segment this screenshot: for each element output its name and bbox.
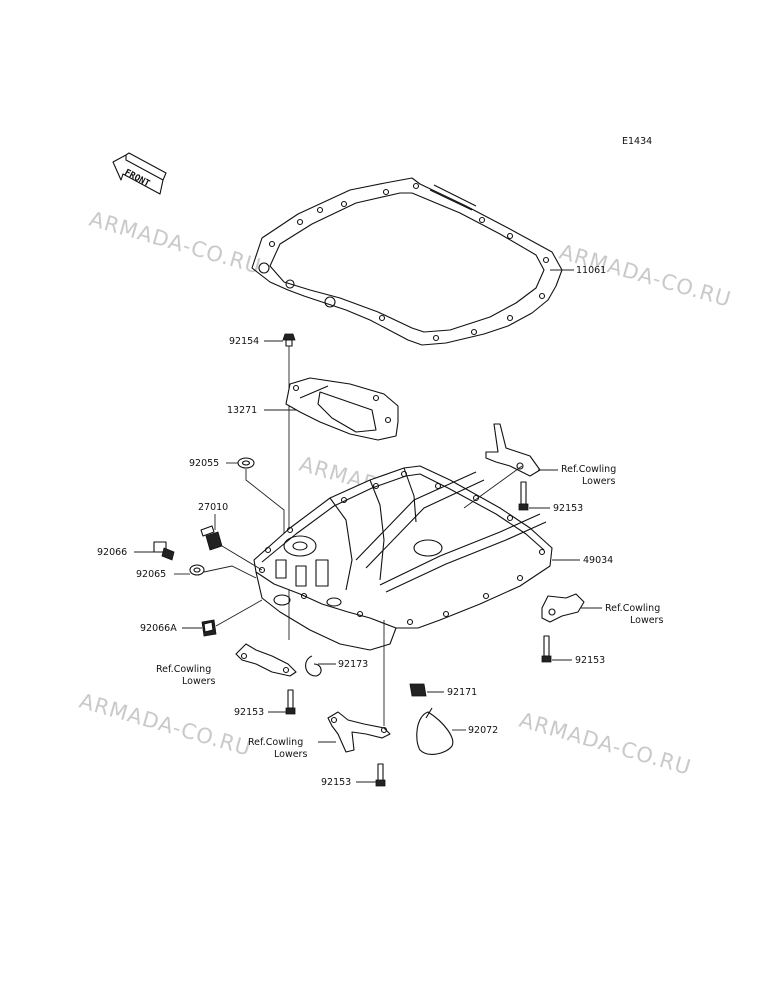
label-92173: 92173 xyxy=(338,659,368,670)
label-92153-c: 92153 xyxy=(234,707,264,718)
watermark: ARMADA-CO.RU xyxy=(517,708,694,780)
bolt-92153-d xyxy=(375,763,386,787)
bolt-92153-b xyxy=(541,635,552,663)
label-92154: 92154 xyxy=(229,336,259,347)
band-92072 xyxy=(416,707,454,755)
bracket-right xyxy=(541,593,585,623)
label-92153-d: 92153 xyxy=(321,777,351,788)
washer-92065 xyxy=(189,564,205,576)
label-92171: 92171 xyxy=(447,687,477,698)
watermark: ARMADA-CO.RU xyxy=(77,689,254,761)
watermark: ARMADA-CO.RU xyxy=(87,207,264,279)
ref-cowling-1a: Ref.Cowling xyxy=(561,464,616,475)
oil-pan-gasket xyxy=(251,177,563,346)
oil-pressure-switch xyxy=(200,525,223,551)
bolt-92153-a xyxy=(518,481,529,511)
drain-plug-92066 xyxy=(153,541,175,561)
label-92066: 92066 xyxy=(97,547,127,558)
ref-cowling-3b: Lowers xyxy=(182,676,215,687)
oil-filter-92066a xyxy=(201,619,217,637)
label-92153-a: 92153 xyxy=(553,503,583,514)
bracket-upper-right xyxy=(485,423,541,477)
bolt-92153-c xyxy=(285,689,296,715)
label-92055: 92055 xyxy=(189,458,219,469)
label-27010: 27010 xyxy=(198,502,228,513)
label-13271: 13271 xyxy=(227,405,257,416)
bracket-lower xyxy=(327,711,391,753)
label-92153-b: 92153 xyxy=(575,655,605,666)
label-92072: 92072 xyxy=(468,725,498,736)
ref-cowling-4b: Lowers xyxy=(274,749,307,760)
grommet-92171 xyxy=(409,683,427,697)
ref-cowling-4a: Ref.Cowling xyxy=(248,737,303,748)
ref-cowling-3a: Ref.Cowling xyxy=(156,664,211,675)
bracket-left xyxy=(235,643,297,677)
label-11061: 11061 xyxy=(576,265,606,276)
ref-cowling-2a: Ref.Cowling xyxy=(605,603,660,614)
clamp-92173 xyxy=(305,655,322,677)
front-arrow-icon: FRONT xyxy=(112,152,167,195)
figure-code: E1434 xyxy=(622,136,652,147)
bolt-92154 xyxy=(282,333,296,347)
ref-cowling-1b: Lowers xyxy=(582,476,615,487)
label-49034: 49034 xyxy=(583,555,613,566)
label-92065: 92065 xyxy=(136,569,166,580)
washer-92055 xyxy=(237,457,255,469)
ref-cowling-2b: Lowers xyxy=(630,615,663,626)
label-92066a: 92066A xyxy=(140,623,177,634)
oil-pan xyxy=(253,465,553,651)
baffle-plate xyxy=(285,377,399,441)
